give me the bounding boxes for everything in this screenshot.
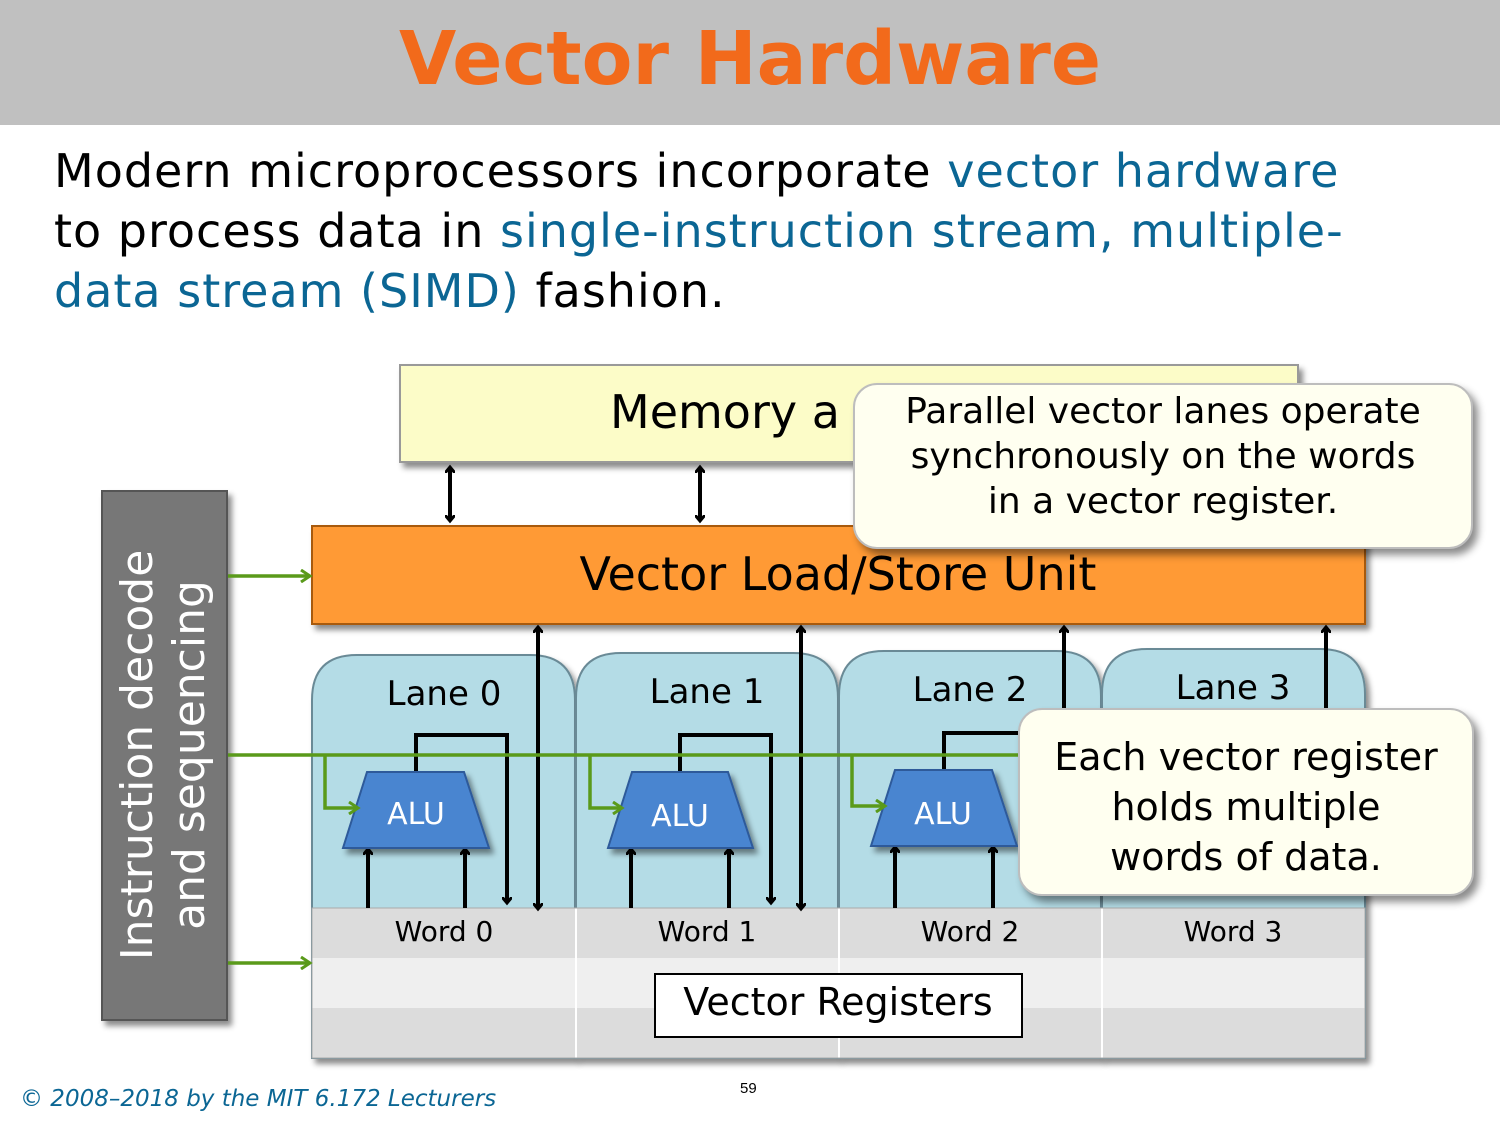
lane-2-label: Lane 2 (913, 670, 1028, 710)
alu-1 (606, 771, 755, 849)
decode-label-line1: Instruction decode (112, 550, 163, 961)
instruction-decode-box (101, 490, 228, 1021)
alu-0 (341, 771, 491, 849)
register-callout-line2: holds multiple (1111, 785, 1381, 829)
lane-1-label: Lane 1 (650, 672, 765, 712)
control-lines (228, 576, 1030, 963)
title-bar (0, 0, 1500, 125)
decode-label-line2: and sequencing (164, 580, 215, 930)
word-3-label: Word 3 (1184, 915, 1283, 948)
register-callout: Each vector register holds multiple word… (1018, 708, 1474, 896)
load-store-label: Vector Load/Store Unit (580, 547, 1097, 601)
register-callout-line3: words of data. (1110, 835, 1382, 879)
body-text-1: Modern microprocessors incorporate (54, 144, 948, 198)
lane-0-internals (368, 628, 538, 908)
word-0-label: Word 0 (395, 915, 494, 948)
body-text-3: fashion. (519, 264, 726, 318)
lane-3-label: Lane 3 (1176, 668, 1291, 708)
lanes-callout-line2: synchronously on the words (910, 436, 1416, 477)
vector-registers-label-box (654, 973, 1023, 1038)
alu-2-label: ALU (914, 797, 972, 832)
lanes-callout-line1: Parallel vector lanes operate (905, 391, 1421, 432)
slide-body-text: Modern microprocessors incorporate vecto… (54, 141, 1474, 321)
register-border (311, 907, 1366, 1059)
vector-registers-label: Vector Registers (683, 980, 992, 1024)
register-callout-line1: Each vector register (1054, 735, 1438, 779)
memory-label: Memory a (610, 385, 840, 439)
alu-1-label: ALU (651, 799, 709, 834)
lane-0-label: Lane 0 (387, 674, 502, 714)
copyright-footer: © 2008–2018 by the MIT 6.172 Lecturers (20, 1086, 497, 1112)
body-highlight-simd-2: data stream (SIMD) (54, 264, 520, 318)
lane-2-internals (895, 628, 1064, 908)
word-1-label: Word 1 (658, 915, 757, 948)
body-highlight-simd-1: single-instruction stream, multiple- (499, 204, 1344, 258)
word-2-label: Word 2 (921, 915, 1020, 948)
page-number: 59 (740, 1080, 757, 1097)
slide-title: Vector Hardware (398, 16, 1102, 102)
alu-2 (869, 769, 1019, 847)
lanes-callout-line3: in a vector register. (987, 481, 1339, 522)
lanes-callout: Parallel vector lanes operate synchronou… (853, 383, 1473, 549)
body-highlight-vector-hardware: vector hardware (947, 144, 1340, 198)
alu-0-label: ALU (387, 797, 445, 832)
body-text-2: to process data in (54, 204, 500, 258)
